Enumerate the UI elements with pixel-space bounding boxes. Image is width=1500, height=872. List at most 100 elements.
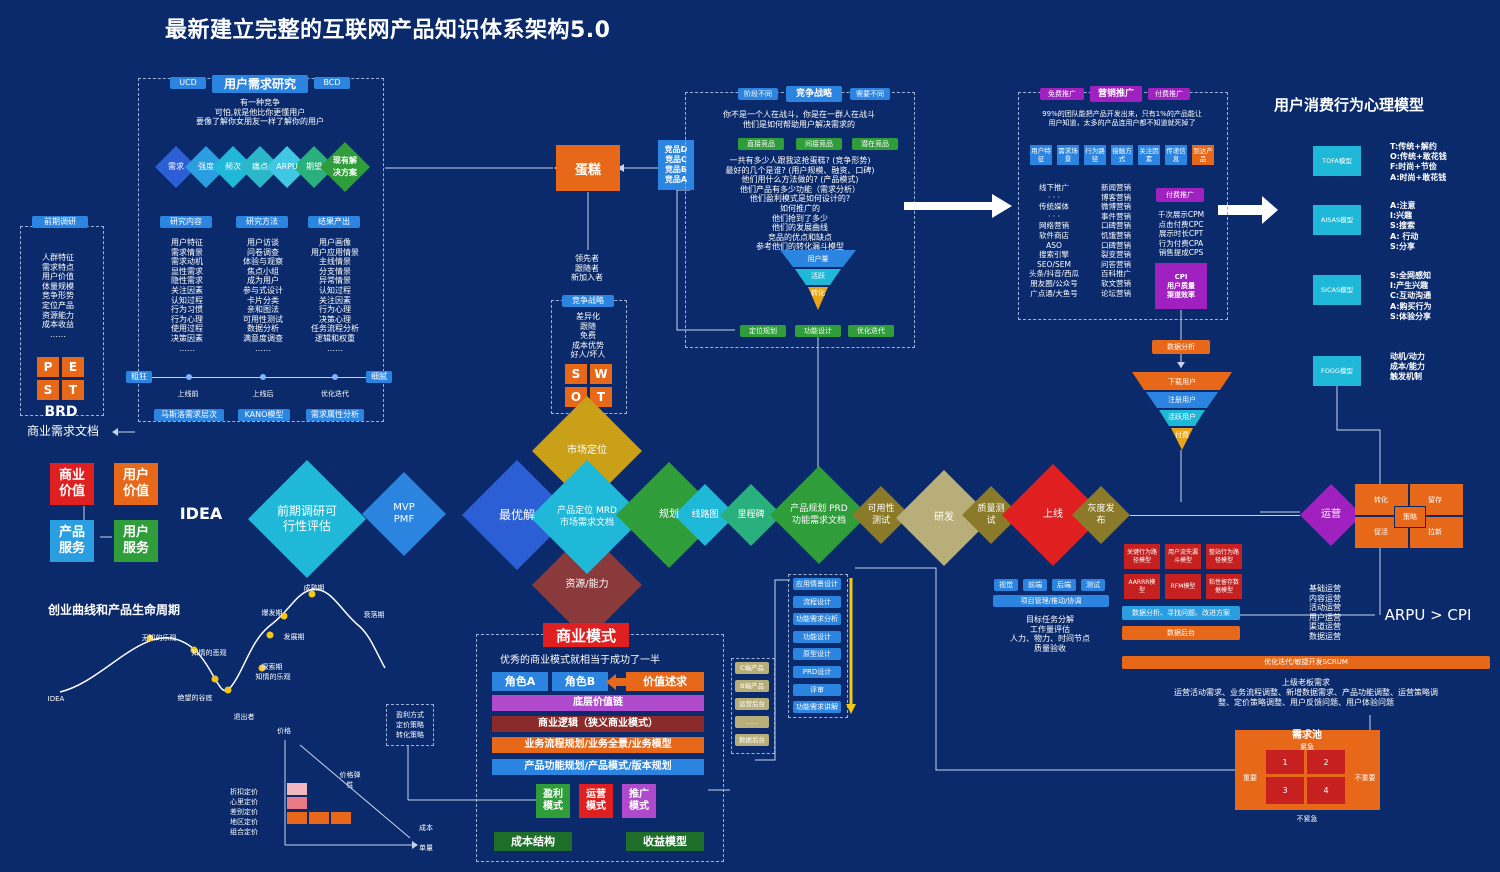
model-kano: KANO模型: [238, 409, 290, 421]
diamond-frequency: 频次: [212, 146, 254, 188]
cake-box: 蛋糕: [556, 145, 620, 191]
psych-model-desc: 动机/动力成本/能力触发机制: [1390, 352, 1470, 383]
list-item: 内容运营: [1309, 593, 1341, 603]
design-step: 原型设计: [793, 648, 841, 661]
list-item: 行为付费CPA: [1158, 238, 1204, 248]
biz-model-subtitle: 优秀的商业模式就相当于成功了一半: [500, 655, 660, 666]
list-item: SEO/SEM: [1037, 259, 1071, 269]
list-item: 逻辑和权重: [315, 333, 355, 343]
pool-urgent: 紧急: [1300, 743, 1314, 751]
pest-e: E: [62, 357, 84, 377]
list-item: 新闻营销: [1101, 183, 1131, 192]
list-item: 卡片分类: [247, 295, 279, 305]
funnel-active: 活跃: [811, 272, 825, 280]
timeline-end: 细腻: [366, 371, 392, 383]
list-item: 软文营销: [1101, 278, 1131, 288]
grid-retain: 留存: [1428, 496, 1442, 504]
list-item: 一共有多少人跟我这抢蛋糕? (竞争形势): [729, 156, 871, 165]
swot-w: W: [590, 364, 612, 384]
timeline-dot: [186, 374, 192, 380]
list-item: T:传统+解约: [1390, 142, 1437, 151]
marketing-chip: 传递信息: [1165, 145, 1187, 165]
marketing-chip: 行为路径: [1084, 145, 1106, 165]
design-side-item: 数据后台: [735, 734, 769, 746]
funnel-register: 注册用户: [1168, 396, 1196, 404]
list-item: 网络营销: [1039, 221, 1069, 231]
price-block: [287, 812, 307, 824]
list-item: 论坛营销: [1101, 288, 1131, 298]
list-item: 活动运营: [1309, 603, 1341, 613]
list-item: 他们用什么方法做的? (产品模式): [741, 175, 859, 185]
tag-direct: 直接竞品: [738, 138, 784, 150]
list-item: 满意度调查: [243, 333, 283, 343]
list-item: 广点通/大鱼号: [1030, 288, 1078, 298]
lc-label: 探索期: [261, 663, 283, 671]
list-item: 数据运营: [1309, 631, 1341, 641]
flow-pre-research: 前期调研可行性评估: [248, 460, 366, 578]
pre-research-list: 人群特征需求特点用户价值体量规模竞争形势定位产品资源能力成本收益……: [22, 253, 94, 339]
swot-t: T: [590, 387, 612, 407]
list-item: 需求情景: [171, 247, 203, 257]
list-item: 竞争形势: [42, 291, 74, 301]
list-item: 饥饿营销: [1101, 230, 1131, 240]
dev-chip: 后端: [1052, 579, 1076, 591]
arrow-right-icon: [1218, 196, 1278, 224]
grid-activate: 促活: [1374, 528, 1388, 536]
price-block: [287, 783, 307, 795]
pest-s: S: [37, 380, 59, 400]
design-step: 流程设计: [793, 595, 841, 608]
list-item: 需求特点: [42, 262, 74, 272]
list-item: 认知过程: [171, 295, 203, 305]
role-b: 角色B: [552, 672, 608, 691]
list-item: 他们盈利模式是如何设计的?: [749, 194, 851, 204]
flow-market: 市场定位: [532, 396, 642, 506]
strategy-bottom-iter: 优化迭代: [848, 325, 894, 337]
research-method-list: 用户访谈问卷调查体验与观察焦点小组成为用户参与式设计卡片分类亲和图法可用性测试数…: [232, 238, 294, 353]
lc-label: 知情的乐观: [255, 673, 291, 681]
lifecycle-title: 创业曲线和产品生命周期: [48, 603, 181, 617]
list-item: 数据分析: [247, 324, 279, 334]
pm-bar: 项目管理/推动/协调: [993, 595, 1109, 607]
lc-label: 衰落期: [363, 611, 385, 619]
list-item: 认知过程: [319, 285, 351, 295]
strategy-bottom-design: 功能设计: [795, 325, 841, 337]
list-item: · · ·: [1048, 192, 1060, 202]
swot-s: S: [565, 364, 587, 384]
tag-indirect: 间接竞品: [796, 138, 842, 150]
dev-chip: 视觉: [994, 579, 1018, 591]
strategy-left: 阶段不同: [738, 88, 778, 100]
flow-plan: 规划: [616, 462, 722, 568]
price-block: [287, 797, 307, 809]
list-item: 体验与观察: [243, 257, 283, 267]
lc-label: 无知的乐观: [141, 634, 177, 642]
list-item: 分支情景: [319, 266, 351, 276]
flow-usability: 可用性测试: [852, 486, 910, 544]
flow-ops: 运营: [1300, 484, 1362, 546]
lc-label: 发展期: [283, 633, 305, 641]
timeline-start: 粗狂: [126, 371, 152, 383]
product-service-box: 产品服务: [50, 520, 94, 562]
list-item: 用户价值: [42, 272, 74, 282]
dev-chip: 测试: [1081, 579, 1105, 591]
list-item: ……: [327, 343, 343, 353]
list-item: 基础运营: [1309, 584, 1341, 593]
list-item: 他们的发展曲线: [772, 223, 828, 233]
lc-label: 爆发期: [261, 609, 283, 617]
list-item: · · ·: [1048, 211, 1060, 221]
list-item: O:传统+敢花钱: [1390, 152, 1447, 162]
list-item: 免费: [580, 331, 596, 341]
list-item: 问卷调查: [247, 247, 279, 257]
ops-model: AARRR模型: [1124, 574, 1160, 599]
research-output-list: 用户画像用户应用情景主线情景分支情景异常情景认知过程关注因素行为心理决策心理任务…: [300, 238, 370, 353]
list-item: 折扣定价: [230, 788, 258, 796]
list-item: S:分享: [1390, 241, 1415, 251]
competition-funnel: [780, 250, 856, 310]
list-item: 地区定价: [230, 818, 258, 826]
pool-cell-1: 1: [1266, 750, 1304, 774]
list-item: 隐性需求: [171, 276, 203, 286]
